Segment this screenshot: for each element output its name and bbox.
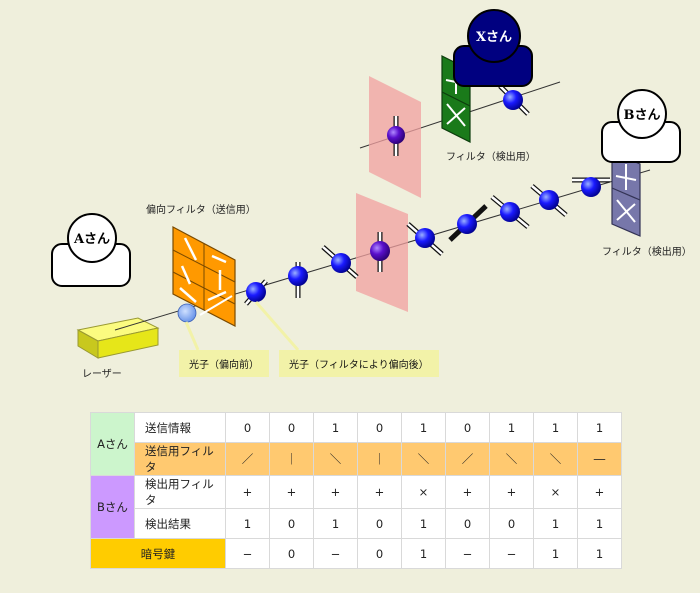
- table-cell: +: [577, 475, 622, 509]
- key-cell: −: [313, 538, 358, 569]
- key-cell: −: [489, 538, 534, 569]
- b-filter: [611, 151, 641, 237]
- photon: [490, 195, 530, 229]
- table-cell: ／: [225, 442, 270, 476]
- table-cell: 1: [401, 412, 446, 443]
- table-cell: +: [489, 475, 534, 509]
- x-filter-label: フィルタ（検出用）: [446, 152, 536, 163]
- photon: [530, 184, 568, 217]
- table-cell: +: [445, 475, 490, 509]
- laser: [76, 317, 160, 359]
- person-a-name: Aさん: [73, 232, 110, 247]
- person-b-name: Bさん: [624, 108, 661, 123]
- table-cell: 0: [269, 508, 314, 539]
- table-cell: ／: [445, 442, 490, 476]
- key-cell: 1: [577, 538, 622, 569]
- b-filter-label: フィルタ（検出用）: [602, 247, 692, 258]
- row-header: 検出用フィルタ: [134, 475, 226, 509]
- photon: [321, 245, 359, 279]
- person-b: Bさん: [601, 89, 681, 163]
- table-cell: 1: [401, 508, 446, 539]
- quantum-cryptography-diagram: Aさん Bさん Xさん: [51, 9, 681, 359]
- table-cell: +: [225, 475, 270, 509]
- photon: [498, 84, 530, 116]
- table-cell: 0: [445, 508, 490, 539]
- sender-filter-label: 偏向フィルタ（送信用）: [146, 205, 256, 216]
- table-cell: 1: [533, 508, 578, 539]
- row-header: 検出結果: [134, 508, 226, 539]
- table-cell: 1: [533, 412, 578, 443]
- table-row: Bさん検出用フィルタ++++×++×+: [90, 475, 622, 539]
- key-cell: 0: [357, 538, 402, 569]
- photon: [572, 177, 610, 197]
- group-a-label: Aさん: [90, 412, 135, 476]
- table-cell: 0: [445, 412, 490, 443]
- table-cell: +: [269, 475, 314, 509]
- key-cell: 0: [269, 538, 314, 569]
- table-cell: 1: [225, 508, 270, 539]
- photon: [448, 204, 488, 242]
- photon-before-callout: 光子（偏向前）: [179, 350, 269, 377]
- person-a: Aさん: [51, 213, 131, 287]
- photon-after-callout: 光子（フィルタにより偏向後）: [279, 350, 439, 377]
- table-cell: ｜: [269, 442, 314, 476]
- table-cell: ｜: [357, 442, 402, 476]
- group-b-label: Bさん: [90, 475, 135, 539]
- row-header: 送信情報: [134, 412, 226, 443]
- table-cell: 1: [577, 508, 622, 539]
- laser-label: レーザー: [82, 369, 122, 380]
- table-cell: ×: [401, 475, 446, 509]
- photon-intercepted: [387, 116, 405, 156]
- table-cell: ＼: [313, 442, 358, 476]
- key-cell: −: [445, 538, 490, 569]
- key-row-header: 暗号鍵: [90, 538, 226, 569]
- row-header: 送信用フィルタ: [134, 442, 226, 476]
- table-cell: 0: [357, 508, 402, 539]
- person-x-name: Xさん: [476, 30, 512, 45]
- photon: [288, 262, 308, 298]
- table-row: 送信用フィルタ／｜＼｜＼／＼＼―: [91, 442, 622, 476]
- table-cell: ＼: [533, 442, 578, 476]
- table-cell: ＼: [401, 442, 446, 476]
- table-cell: 0: [225, 412, 270, 443]
- person-x: Xさん: [453, 9, 533, 87]
- table-cell: 0: [269, 412, 314, 443]
- table-cell: 1: [313, 508, 358, 539]
- table-cell: 1: [313, 412, 358, 443]
- table-cell: 1: [577, 412, 622, 443]
- key-cell: 1: [533, 538, 578, 569]
- key-cell: −: [225, 538, 270, 569]
- table-cell: +: [357, 475, 402, 509]
- table-cell: ―: [577, 442, 622, 476]
- table-cell: 0: [489, 508, 534, 539]
- sender-filter: [172, 226, 236, 327]
- table-cell: 1: [489, 412, 534, 443]
- photon: [406, 222, 444, 256]
- table-cell: ×: [533, 475, 578, 509]
- photon-unpolarized: [177, 303, 197, 323]
- photon-intercepted: [370, 232, 390, 272]
- table-cell: +: [313, 475, 358, 509]
- table-cell: ＼: [489, 442, 534, 476]
- table-cell: 0: [357, 412, 402, 443]
- key-cell: 1: [401, 538, 446, 569]
- photon: [244, 279, 268, 306]
